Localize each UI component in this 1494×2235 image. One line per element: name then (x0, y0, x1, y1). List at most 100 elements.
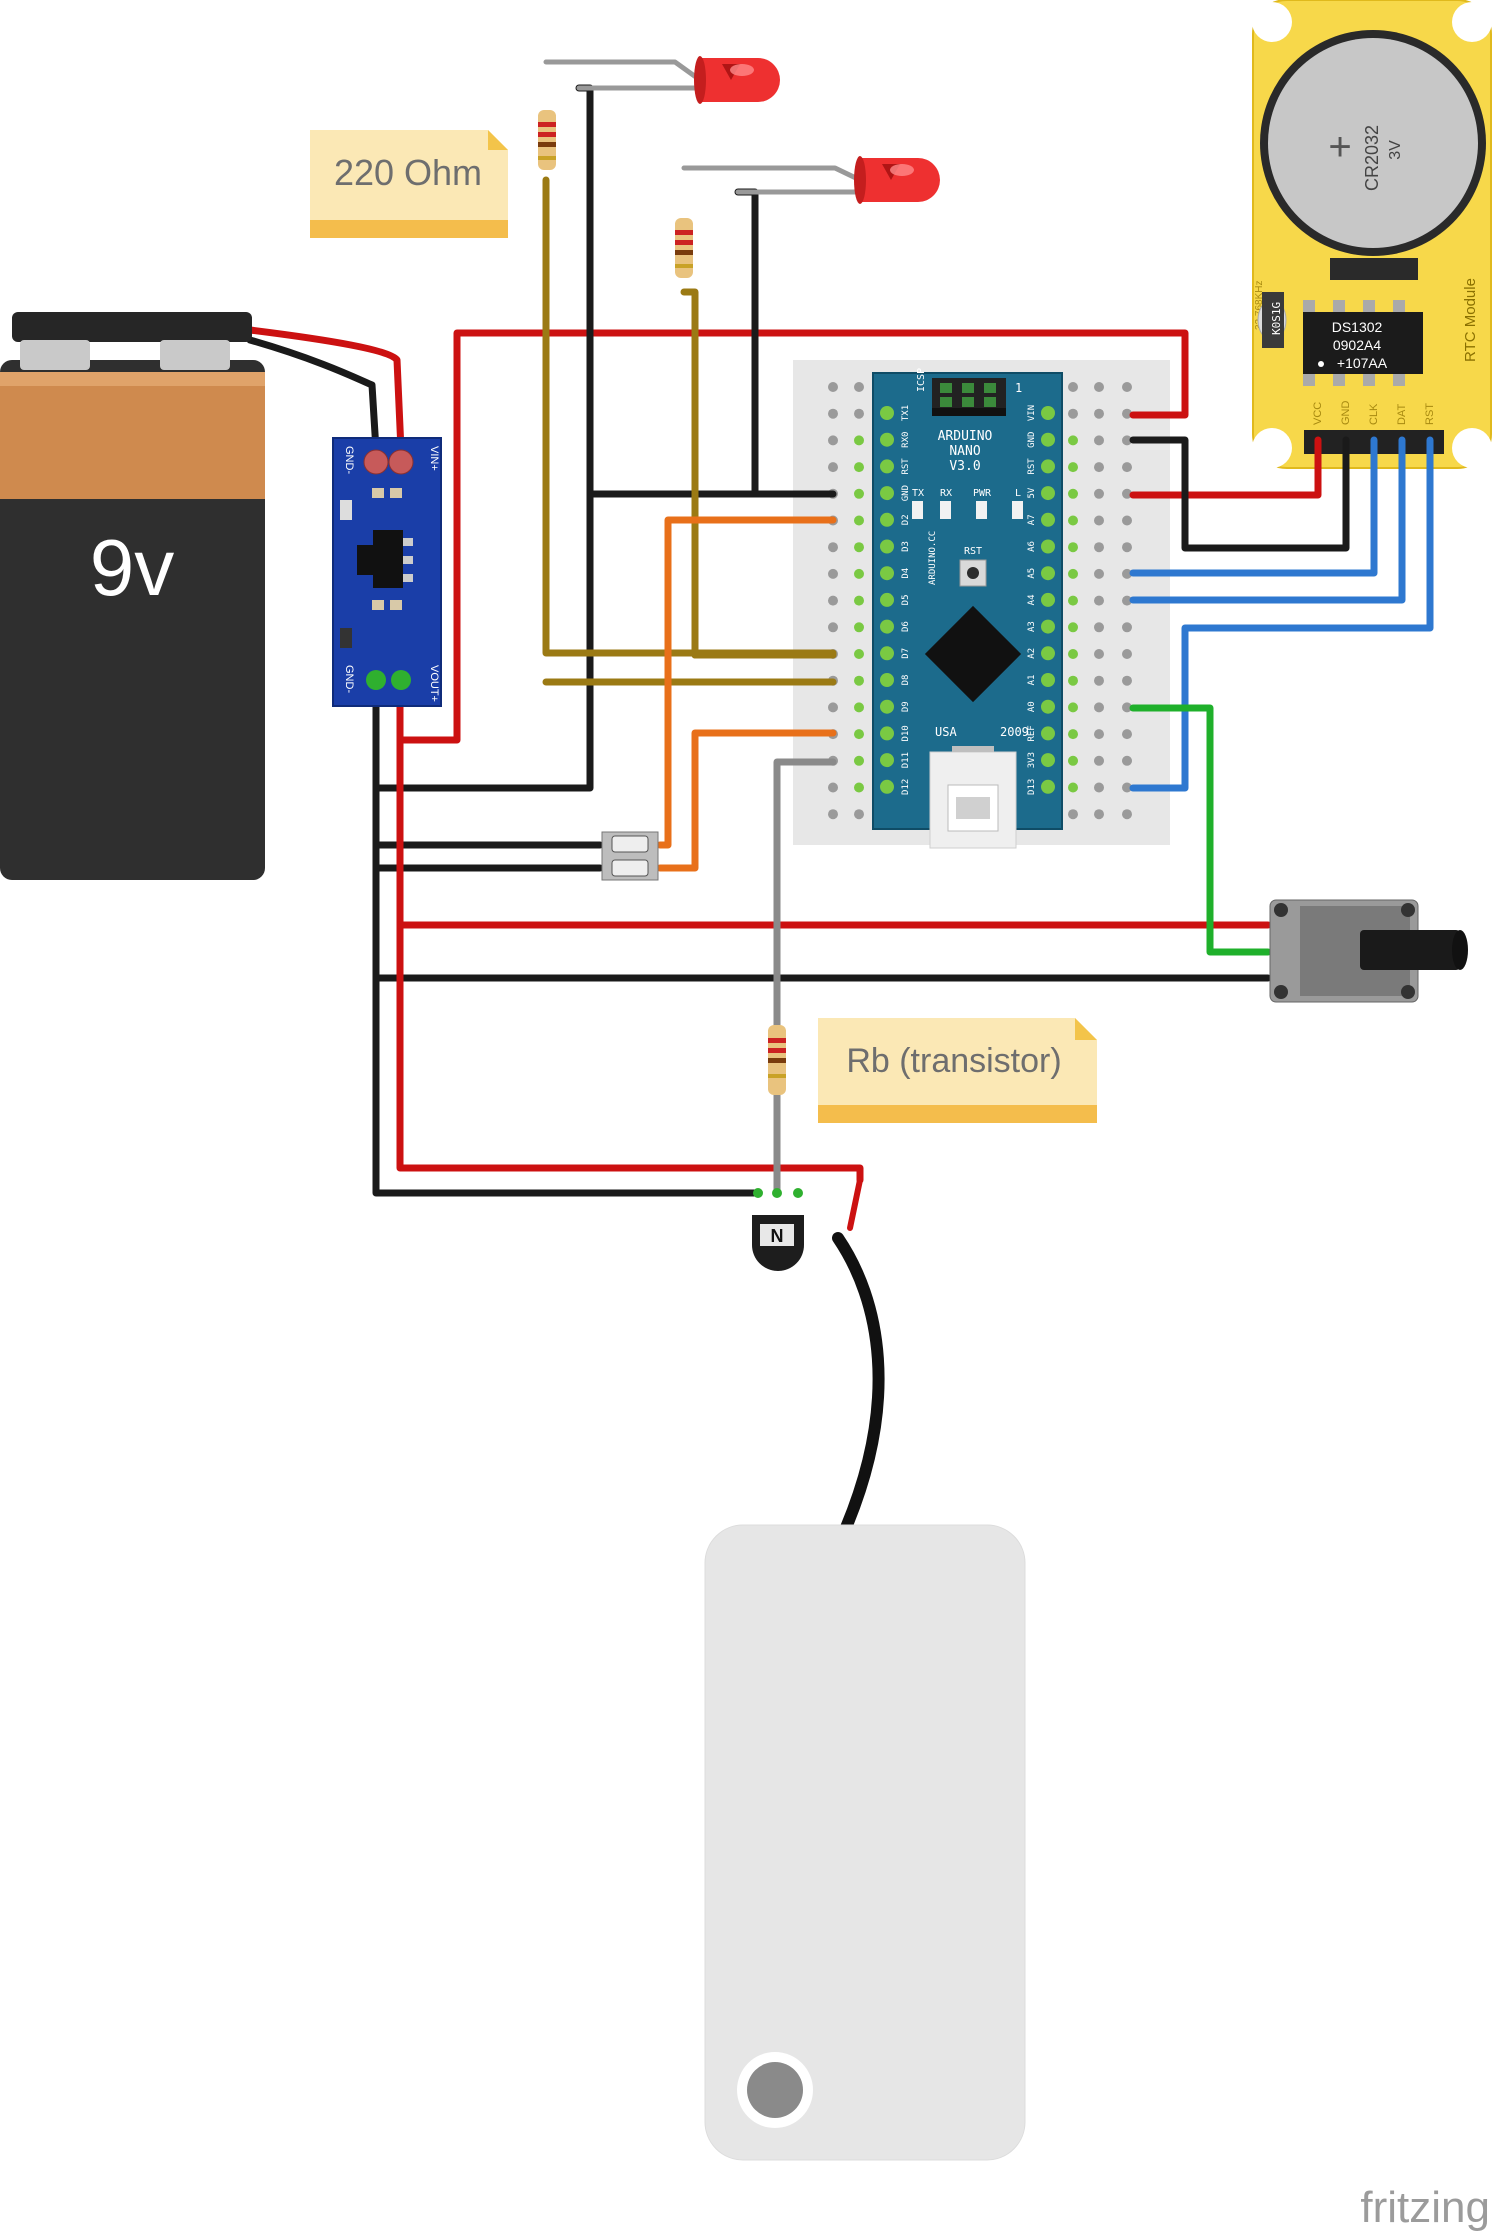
transistor-type: N (771, 1226, 784, 1246)
breadboard-hole (828, 622, 838, 633)
nano-right-pin (1041, 432, 1055, 447)
svg-text:VOUT+: VOUT+ (428, 665, 440, 702)
breadboard-hole (854, 809, 864, 820)
breadboard-hole (828, 462, 838, 473)
breadboard-hole (828, 542, 838, 553)
voltage-regulator: GND- VIN+ GND- VOUT+ (332, 437, 442, 707)
breadboard-hole (1094, 595, 1104, 606)
wire-gnd-main (372, 676, 762, 1197)
breadboard-hole (1094, 729, 1104, 740)
nano-right-pin-label: A2 (1027, 648, 1037, 659)
resistor-led-1 (538, 110, 556, 170)
resistor-note: 220 Ohm (310, 130, 508, 238)
nano-left-pin (880, 753, 894, 768)
wire-gnd-led2 (734, 188, 759, 498)
breadboard-hole (828, 435, 838, 446)
wire-r2-lead (680, 288, 699, 659)
nano-right-pin (1041, 512, 1055, 527)
nano-left-pin (880, 406, 894, 420)
nano-left-pin-label: D7 (901, 648, 911, 659)
breadboard-hole (1122, 515, 1132, 526)
breadboard-hole (1094, 488, 1104, 499)
breadboard-hole (854, 382, 864, 392)
led-2 (854, 156, 940, 204)
nano-left-pin-label: D5 (901, 594, 911, 605)
led-rx-label: RX (940, 488, 952, 499)
nano-left-pin-label: D9 (901, 701, 911, 712)
breadboard-hole (1068, 435, 1078, 446)
breadboard-hole (828, 595, 838, 606)
breadboard-hole (1068, 488, 1078, 499)
nano-right-pin-label: REF (1027, 725, 1037, 741)
breadboard-hole (1068, 408, 1078, 419)
breadboard-hole (1122, 729, 1132, 740)
nano-left-pin-label: D12 (901, 779, 911, 795)
wire-rtc-clk (1129, 436, 1378, 577)
nano-name-1: ARDUINO (938, 429, 993, 444)
nano-right-pin (1041, 726, 1055, 741)
push-button-1[interactable] (611, 835, 649, 853)
nano-right-pin (1041, 486, 1055, 501)
breadboard-hole (854, 595, 864, 606)
nano-right-pin (1041, 699, 1055, 714)
breadboard-hole (1122, 408, 1132, 419)
nano-left-pin (880, 779, 894, 794)
rtc-module: + CR2032 3V 32.768KHz K0S1G DS1302 0902A… (1252, 0, 1492, 469)
nano-right-pin-label: A6 (1027, 541, 1037, 552)
icsp-label: ICSP (916, 368, 927, 392)
breadboard-hole (854, 702, 864, 713)
breadboard-hole (854, 542, 864, 553)
breadboard-hole (1094, 675, 1104, 686)
breadboard-hole (854, 729, 864, 740)
breadboard-hole (1094, 542, 1104, 553)
svg-text:VIN+: VIN+ (428, 446, 440, 471)
wire-led2-lead (681, 165, 863, 183)
nano-right-pin (1041, 779, 1055, 794)
wire-button1 (656, 516, 837, 849)
usb-connector (929, 746, 1017, 849)
wire-rtc-dat (1129, 436, 1406, 604)
nano-left-pin (880, 726, 894, 741)
wire-motor-black (832, 1232, 885, 1536)
nano-right-pin (1041, 646, 1055, 661)
breadboard-hole (1122, 782, 1132, 793)
nano-left-pin (880, 592, 894, 607)
nano-left-pin-label: D4 (901, 568, 911, 579)
breadboard-hole (1094, 782, 1104, 793)
brand-label: ARDUINO.CC (928, 531, 938, 585)
wire-pot-wiper (1129, 704, 1272, 956)
nano-right-pin-label: 3V3 (1027, 752, 1037, 768)
led-pwr-label: PWR (973, 488, 992, 499)
nano-right-pin-label: VIN (1027, 405, 1037, 421)
reset-button[interactable] (967, 567, 979, 579)
nano-right-pin (1041, 753, 1055, 768)
battery-9v: 9v (0, 312, 265, 880)
rtc-module-label: RTC Module (1462, 278, 1479, 362)
nano-right-pin (1041, 619, 1055, 634)
svg-text:DAT: DAT (1396, 404, 1408, 425)
nano-right-pin-label: A5 (1027, 568, 1037, 579)
potentiometer-knob[interactable] (1360, 930, 1460, 970)
vibration-motor (704, 1524, 1026, 2161)
breadboard-hole (1068, 542, 1078, 553)
nano-left-pin-label: D6 (901, 621, 911, 632)
svg-text:+107AA: +107AA (1337, 355, 1388, 371)
breadboard-hole (1068, 755, 1078, 766)
breadboard-hole (1122, 702, 1132, 713)
breadboard-hole (854, 568, 864, 579)
breadboard-hole (1068, 675, 1078, 686)
push-button-2[interactable] (611, 859, 649, 877)
mcu-chip (924, 605, 1022, 703)
wire-vout-red (396, 329, 1189, 744)
svg-text:0902A4: 0902A4 (1333, 337, 1381, 353)
breadboard-hole (828, 702, 838, 713)
breadboard-hole (828, 408, 838, 419)
nano-left-pin (880, 646, 894, 661)
nano-right-pin-label: D13 (1027, 779, 1037, 795)
breadboard-hole (854, 782, 864, 793)
led-1 (694, 56, 780, 104)
breadboard-hole (1068, 568, 1078, 579)
breadboard-hole (854, 462, 864, 473)
breadboard-hole (1094, 649, 1104, 659)
